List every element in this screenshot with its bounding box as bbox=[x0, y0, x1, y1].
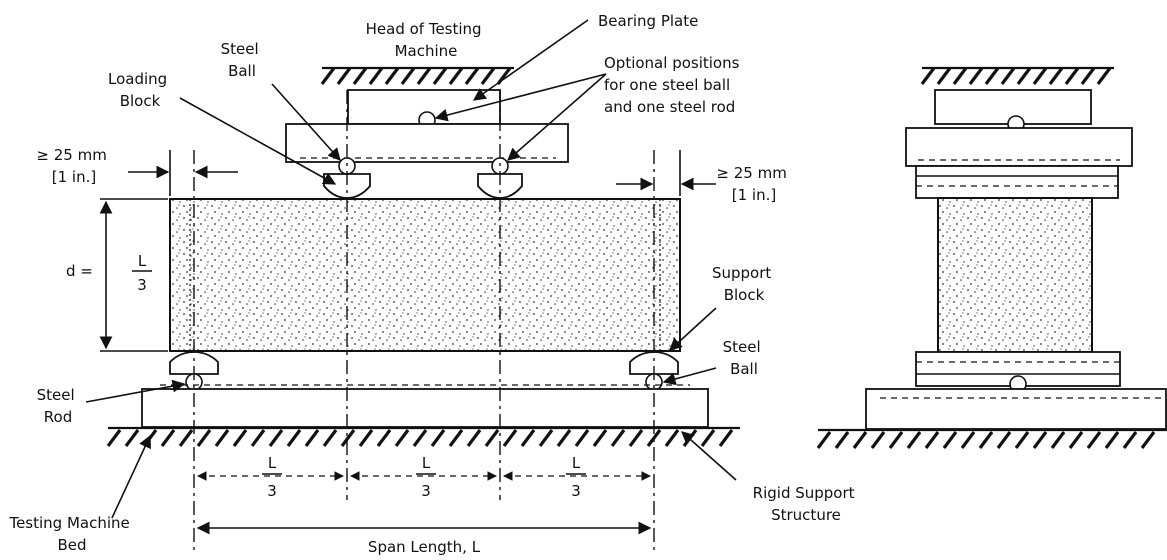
leader-lines bbox=[85, 19, 737, 519]
svg-text:3: 3 bbox=[421, 482, 431, 500]
side-view bbox=[816, 66, 1167, 449]
steel-rod-label: Steel Rod bbox=[37, 386, 80, 426]
head-label: Head of Testing Machine bbox=[366, 20, 487, 60]
clearance-right-label: ≥ 25 mm [1 in.] bbox=[716, 164, 791, 204]
svg-text:L: L bbox=[572, 454, 581, 472]
bearing-plate-label: Bearing Plate bbox=[598, 12, 698, 30]
svg-text:L: L bbox=[268, 454, 277, 472]
support-block-label: Support Block bbox=[712, 264, 776, 304]
optional-positions-label: Optional positions for one steel ball an… bbox=[604, 54, 744, 116]
loading-beam bbox=[285, 123, 569, 163]
svg-text:3: 3 bbox=[267, 482, 277, 500]
svg-text:3: 3 bbox=[571, 482, 581, 500]
third-fraction-1: L 3 bbox=[262, 454, 282, 500]
steel-ball-top-label: Steel Ball bbox=[221, 40, 264, 80]
third-fraction-3: L 3 bbox=[566, 454, 586, 500]
clearance-left-label: ≥ 25 mm [1 in.] bbox=[36, 146, 111, 186]
machine-bed-block bbox=[141, 388, 709, 428]
bed-hatch bbox=[106, 426, 740, 447]
center-lines bbox=[169, 90, 681, 555]
third-fraction-2: L 3 bbox=[416, 454, 436, 500]
svg-text:L: L bbox=[422, 454, 431, 472]
rigid-support-label: Rigid Support Structure bbox=[753, 484, 860, 524]
loading-block-label: Loading Block bbox=[108, 70, 172, 110]
specimen-beam bbox=[169, 198, 681, 352]
depth-label: d = bbox=[66, 262, 93, 280]
depth-frac-num: L bbox=[138, 252, 147, 270]
span-length-label: Span Length, L bbox=[368, 538, 481, 556]
steel-ball-bottom-label: Steel Ball bbox=[723, 338, 766, 378]
depth-frac-den: 3 bbox=[137, 276, 147, 294]
machine-bed-label: Testing Machine Bed bbox=[8, 514, 134, 554]
head-hatch bbox=[320, 66, 514, 85]
